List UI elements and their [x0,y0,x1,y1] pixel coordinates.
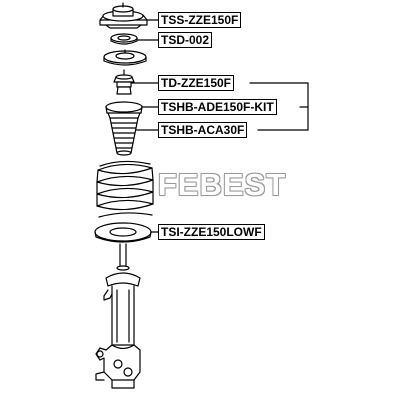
label-bump-stop[interactable]: TD-ZZE150F [158,75,235,91]
bump-stop-drawing [113,69,135,95]
top-mount-drawing [99,2,148,29]
coil-spring-drawing [96,160,154,218]
label-boot-kit[interactable]: TSHB-ADE150F-KIT [158,99,277,115]
label-spring-insulator[interactable]: TSI-ZZE150LOWF [158,224,265,240]
dust-boot-drawing [105,101,143,156]
label-boot[interactable]: TSHB-ACA30F [158,122,248,138]
label-bearing[interactable]: TSD-002 [158,32,213,48]
label-top-mount[interactable]: TSS-ZZE150F [158,12,242,28]
bearing-drawing [110,33,138,45]
leader-lines [131,19,309,233]
spring-seat-drawing [103,49,147,66]
strut-drawing [95,243,141,389]
spring-insulator-drawing [94,222,152,243]
